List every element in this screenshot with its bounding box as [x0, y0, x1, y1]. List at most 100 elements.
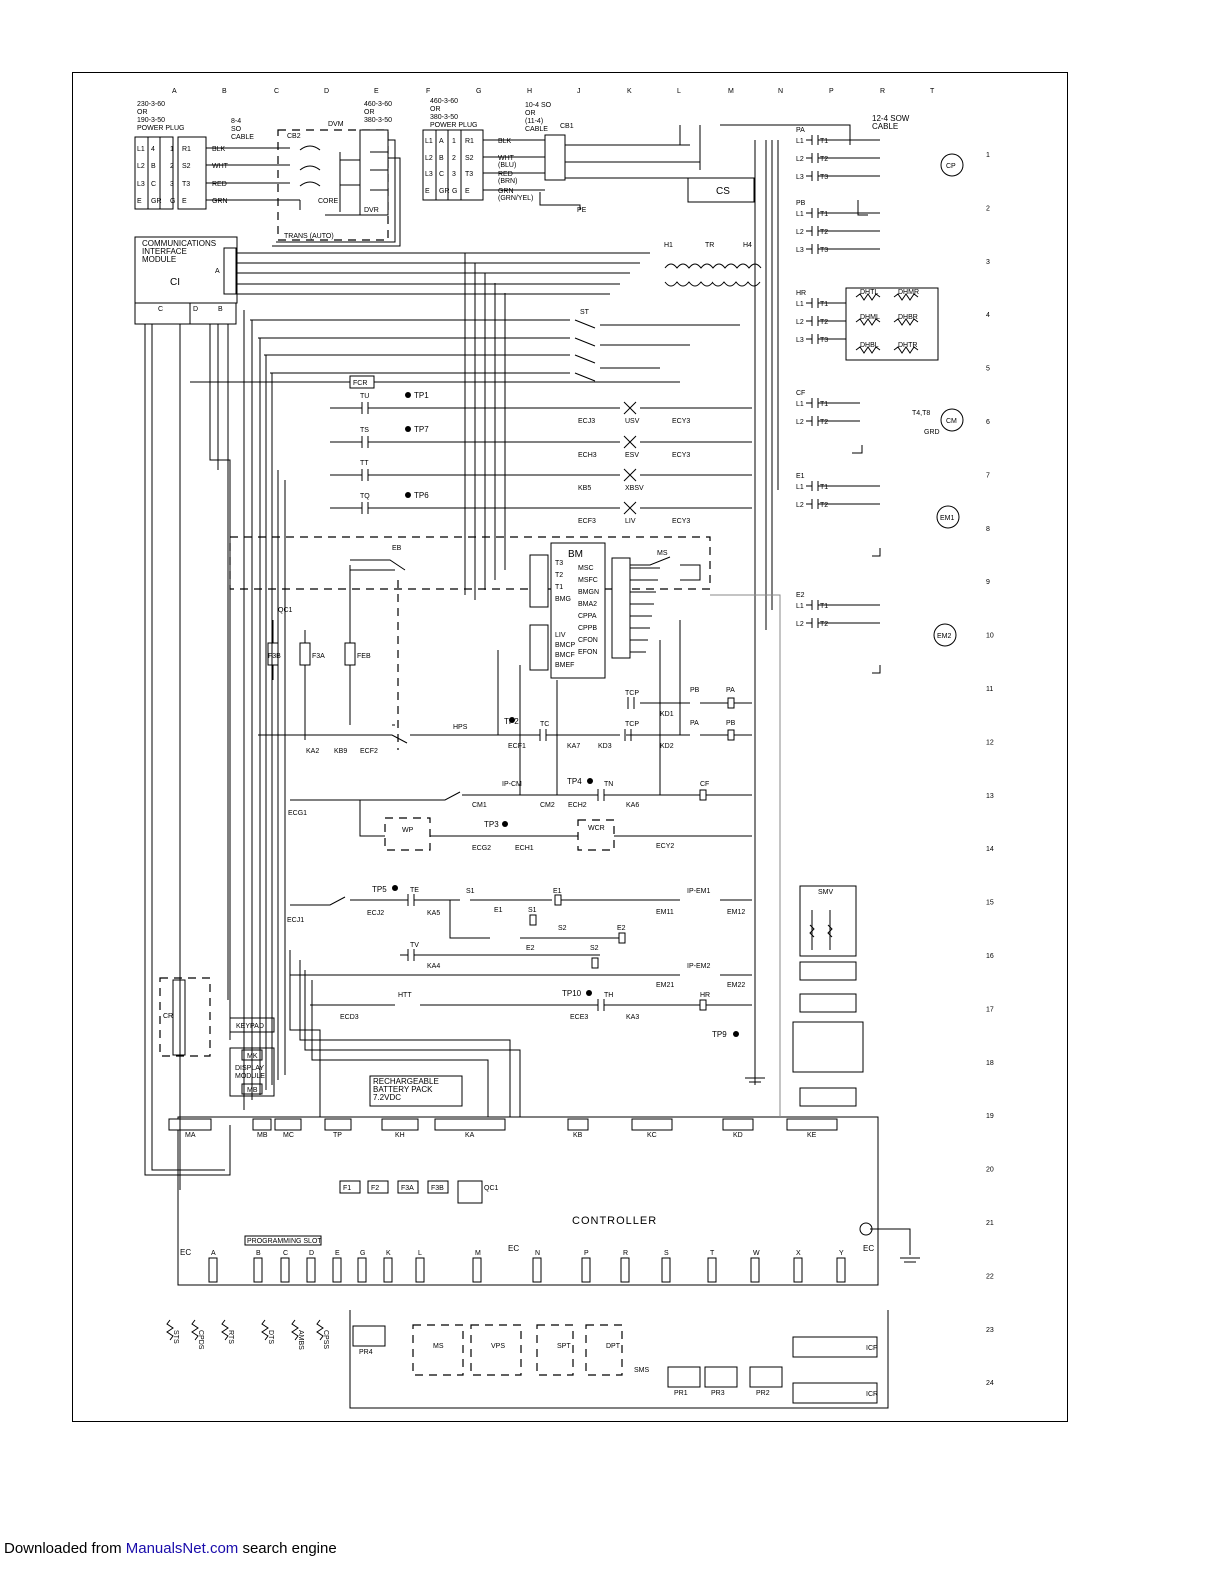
header-KD: KD: [733, 1132, 743, 1139]
plug2-letter: C: [439, 171, 444, 178]
manualsnet-link[interactable]: ManualsNet.com: [125, 1540, 239, 1557]
bm-label: BM: [568, 549, 583, 560]
plug2-letter: A: [439, 138, 444, 145]
pr-PR4: PR4: [359, 1349, 373, 1356]
footer-prefix: Downloaded from: [4, 1540, 126, 1557]
column-label-C: C: [274, 88, 279, 95]
ec-middle: EC: [508, 1244, 519, 1253]
download-footer: Downloaded from ManualsNet.com search en…: [4, 1540, 337, 1557]
column-label-F: F: [426, 88, 430, 95]
header-KA: KA: [465, 1132, 475, 1139]
row-label-16: 16: [986, 953, 994, 960]
em22-label: EM22: [727, 982, 745, 989]
hr-coil: HR: [700, 992, 710, 999]
ec-right: EC: [863, 1244, 874, 1253]
plug2-wire: RED: [498, 171, 513, 178]
transducer-VPS: VPS: [491, 1343, 505, 1350]
cm-label: CM: [946, 418, 957, 425]
em12-label: EM12: [727, 909, 745, 916]
contactor-line: L1: [796, 401, 804, 408]
bm-pin: CPPB: [578, 625, 597, 632]
plug2-wire: (BRN): [498, 178, 517, 185]
kb9-label: KB9: [334, 748, 347, 755]
ecy2-label: ECY2: [656, 843, 674, 850]
conn-A: A: [211, 1250, 216, 1257]
ech2-label: ECH2: [568, 802, 587, 809]
pa-coil: PA: [726, 687, 735, 694]
row-label-10: 10: [986, 633, 994, 640]
column-label-P: P: [829, 88, 834, 95]
bm-pin: LIV: [555, 632, 566, 639]
plug2-num: 1: [452, 138, 456, 145]
eb-label: EB: [392, 545, 402, 552]
keypad-label: KEYPAD: [236, 1023, 264, 1030]
ecf1-label: ECF1: [508, 743, 526, 750]
bm-pin: CPPA: [578, 613, 597, 620]
plug1-letter: B: [151, 163, 156, 170]
column-label-N: N: [778, 88, 783, 95]
ecg2-label: ECG2: [472, 845, 491, 852]
plug1-rs: S2: [182, 163, 191, 170]
plug2-pin: E: [425, 188, 430, 195]
heater-dhtl: DHTL: [860, 289, 878, 296]
testpoint-tp6: TP6: [414, 491, 429, 500]
row-label-12: 12: [986, 739, 994, 746]
tp4-label: TP4: [567, 777, 582, 786]
e2-contact: E2: [526, 945, 535, 952]
ka7-label: KA7: [567, 743, 580, 750]
conn-ecy3: ECY3: [672, 418, 690, 425]
ka3-label: KA3: [626, 1014, 639, 1021]
column-label-E: E: [374, 88, 379, 95]
cm2-label: CM2: [540, 802, 555, 809]
plug2-wire: (GRN/YEL): [498, 195, 533, 202]
plug2-rs: S2: [465, 155, 474, 162]
contactor-terminal: T2: [820, 502, 828, 509]
contactor-line: L1: [796, 138, 804, 145]
row-label-8: 8: [986, 526, 990, 533]
plug1-rs: E: [182, 198, 187, 205]
tc-label: TC: [540, 721, 549, 728]
fcr-label: FCR: [353, 380, 367, 387]
row-label-1: 1: [986, 152, 990, 159]
row-label-18: 18: [986, 1060, 994, 1067]
bm-pin: CFON: [578, 637, 598, 644]
fuse-F3A: F3A: [401, 1185, 414, 1192]
contactor-e1: E1: [796, 473, 805, 480]
plug2-pin: L2: [425, 155, 433, 162]
footer-suffix: search engine: [238, 1540, 337, 1557]
plug1-num: 2: [170, 163, 174, 170]
plug1-letter: C: [151, 181, 156, 188]
transducer-DPT: DPT: [606, 1343, 621, 1350]
row-label-6: 6: [986, 419, 990, 426]
pe-label: PE: [577, 207, 587, 214]
column-label-K: K: [627, 88, 632, 95]
contactor-line: L2: [796, 621, 804, 628]
conn-ecy3: ECY3: [672, 518, 690, 525]
em1-label: EM1: [940, 515, 955, 522]
ecj2-label: ECJ2: [367, 910, 384, 917]
sensor-CPDS: CPDS: [197, 1330, 204, 1350]
heater-dhml: DHML: [860, 314, 880, 321]
plug2-pin: L1: [425, 138, 433, 145]
s1-label: S1: [466, 888, 475, 895]
bm-pin: BMG: [555, 596, 571, 603]
cm-terminal: T4,T8: [912, 410, 930, 417]
plug2-num: 2: [452, 155, 456, 162]
transducer-SPT: SPT: [557, 1343, 571, 1350]
bm-pin: BMCF: [555, 652, 575, 659]
contactor-line: L3: [796, 174, 804, 181]
tn-label: TN: [604, 781, 613, 788]
programming-slot: PROGRAMMING SLOT: [247, 1238, 322, 1245]
ipcm-label: IP-CM: [502, 781, 522, 788]
bm-module: BM T3T2T1BMGMSCMSFCBMGNBMA2CPPACPPBCFONE…: [229, 536, 711, 679]
bm-pin: BMCP: [555, 642, 576, 649]
